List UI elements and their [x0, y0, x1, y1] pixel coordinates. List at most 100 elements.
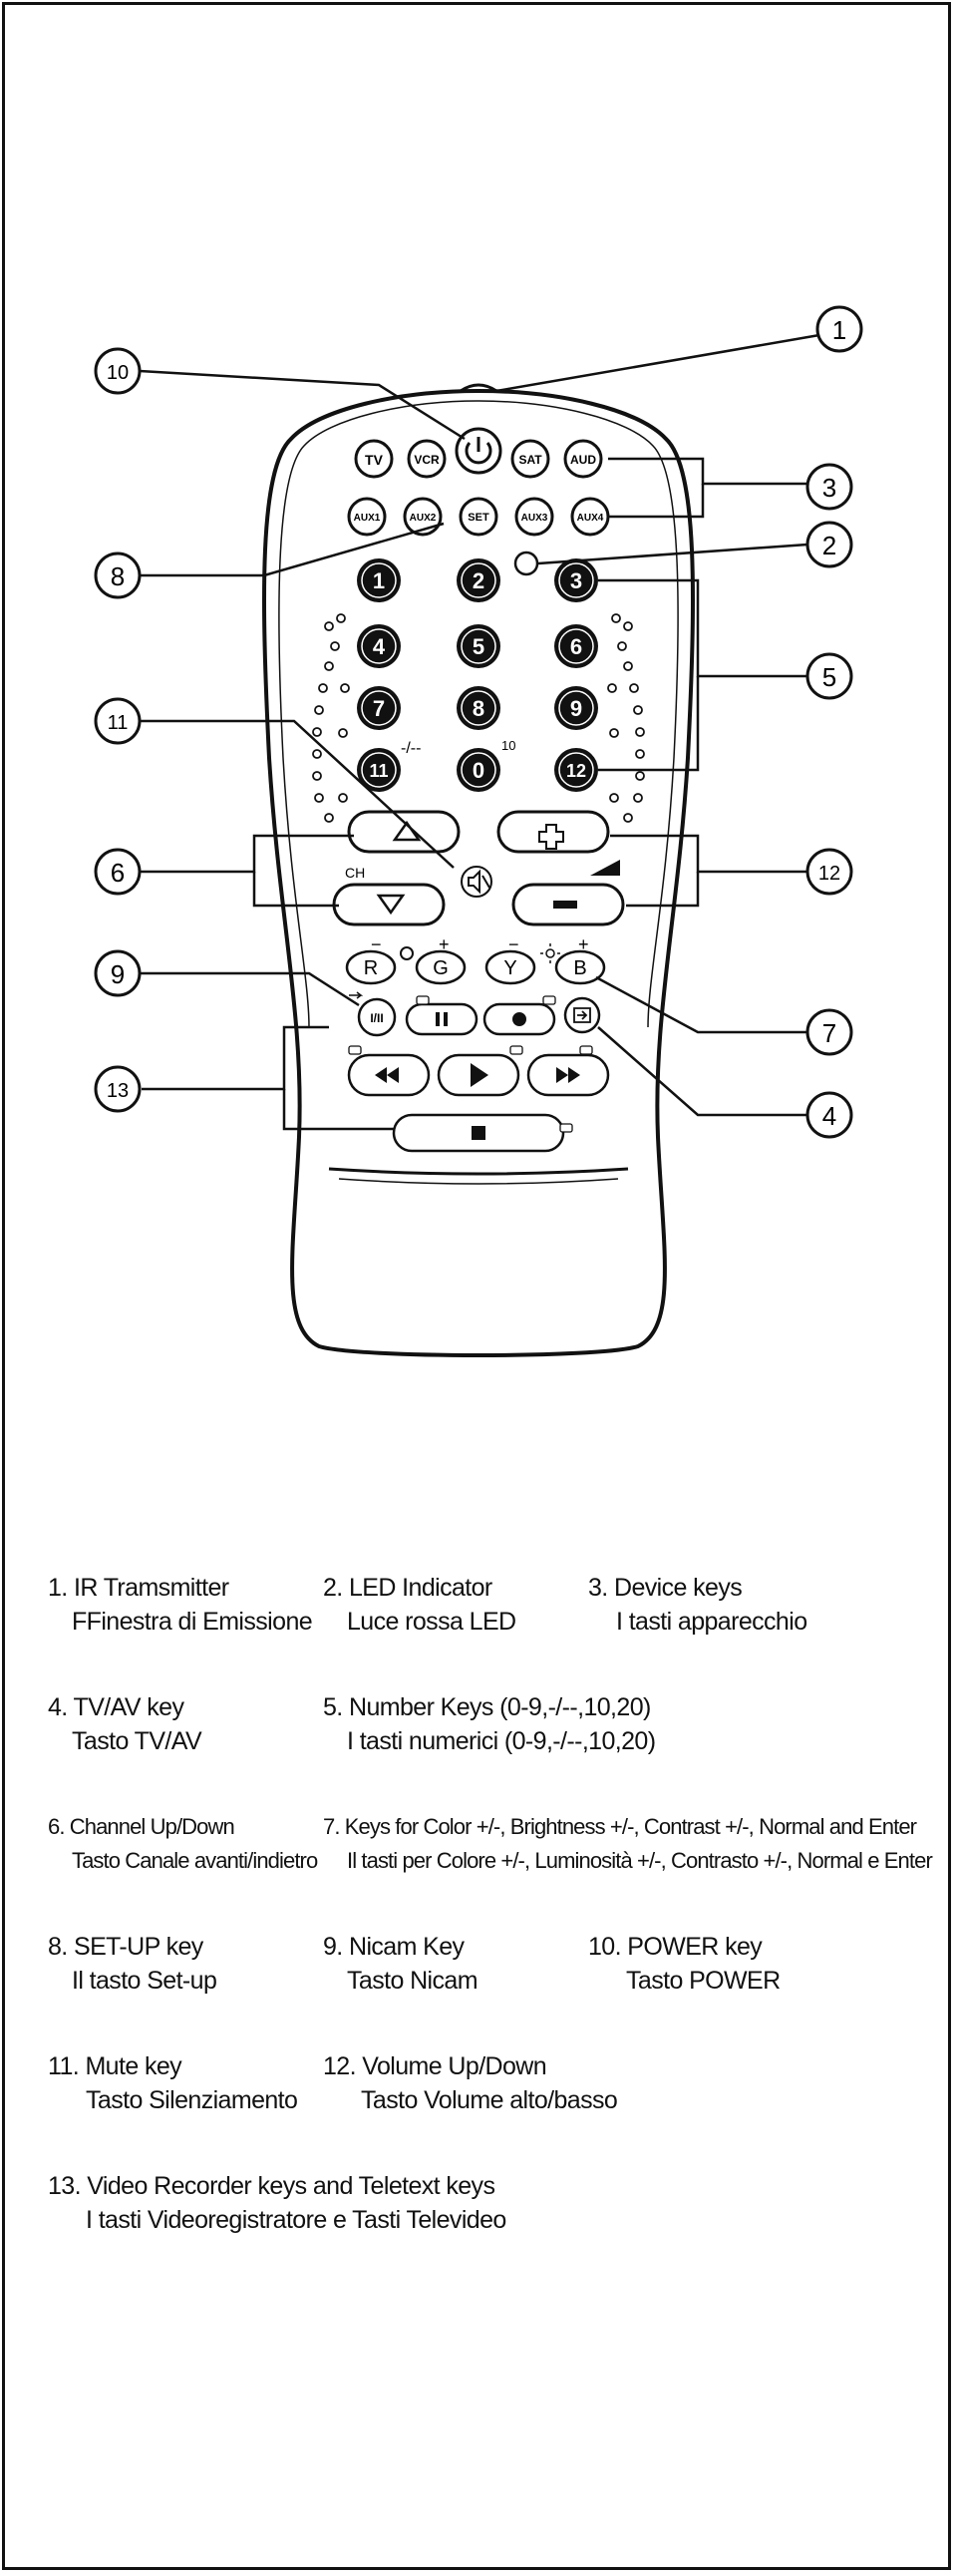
number-key-3[interactable]: 3: [554, 558, 598, 602]
volume-ramp-icon: [590, 860, 620, 876]
callout-11: 11: [94, 697, 142, 745]
legend-row-6: 13. Video Recorder keys and Teletext key…: [48, 2169, 925, 2289]
tv-av-icon: [573, 1007, 591, 1023]
callout-11-label: 11: [108, 712, 129, 734]
number-key-1[interactable]: 1: [357, 558, 401, 602]
ten-label: 10: [501, 738, 515, 753]
power-icon: [465, 442, 492, 465]
aux1-button[interactable]: AUX1: [347, 497, 387, 537]
legend-item-10-title: 10. POWER key: [588, 1933, 763, 1961]
minus-icon: [553, 901, 577, 909]
number-key-9[interactable]: 9: [554, 686, 598, 730]
aud-button[interactable]: AUD: [563, 439, 603, 479]
rewind-button[interactable]: [347, 1053, 431, 1097]
color-key-b[interactable]: B: [554, 949, 606, 985]
color-key-y-label: Y: [503, 957, 516, 979]
mute-icon: [468, 869, 480, 895]
triangle-down-icon: [376, 894, 406, 916]
callout-2: 2: [805, 521, 853, 568]
set-button-label: SET: [468, 512, 489, 524]
callout-9: 9: [94, 949, 142, 997]
callout-lines: [139, 333, 820, 1131]
color-sign-r: −: [371, 934, 382, 954]
aux2-button[interactable]: AUX2: [403, 497, 443, 537]
legend-item-8-title: 8. SET-UP key: [48, 1933, 203, 1961]
aux4-button[interactable]: AUX4: [570, 497, 610, 537]
legend-item-3-sub: I tasti apparecchio: [616, 1608, 807, 1636]
callout-10-label: 10: [107, 362, 129, 384]
legend-item-8-sub: Il tasto Set-up: [72, 1967, 217, 1995]
number-key-7[interactable]: 7: [357, 686, 401, 730]
mute-button[interactable]: [461, 866, 492, 898]
number-key-5[interactable]: 5: [457, 624, 500, 668]
legend-item-11-sub: Tasto Silenziamento: [86, 2086, 298, 2114]
color-key-r[interactable]: R: [345, 949, 397, 985]
nicam-button-label: I/II: [370, 1011, 383, 1025]
color-sign-b: +: [578, 934, 589, 954]
plus-icon: [538, 824, 564, 850]
power-button[interactable]: [455, 427, 502, 475]
vcr-button[interactable]: VCR: [407, 439, 447, 479]
number-key-11[interactable]: 11: [357, 748, 401, 792]
callout-12: 12: [805, 848, 853, 896]
number-key-3-label: 3: [570, 568, 582, 593]
callout-1: 1: [815, 305, 863, 353]
record-button[interactable]: [482, 1002, 556, 1036]
legend-item-1-title: 1. IR Tramsmitter: [48, 1574, 229, 1602]
channel-up-button[interactable]: [347, 810, 461, 854]
remote-divider: [328, 1167, 629, 1176]
nicam-button[interactable]: I/II: [357, 997, 397, 1037]
volume-up-button[interactable]: [496, 810, 610, 854]
tv-button[interactable]: TV: [354, 439, 394, 479]
pause-button[interactable]: [405, 1002, 478, 1036]
aux2-button-label: AUX2: [410, 513, 437, 524]
legend-item-10-sub: Tasto POWER: [626, 1967, 781, 1995]
channel-down-button[interactable]: [332, 883, 446, 926]
sat-button[interactable]: SAT: [510, 439, 550, 479]
number-key-2[interactable]: 2: [457, 558, 500, 602]
play-icon: [471, 1063, 488, 1087]
color-key-b-label: B: [573, 957, 586, 979]
fast-forward-button[interactable]: [526, 1053, 610, 1097]
color-key-r-label: R: [364, 957, 378, 979]
set-button[interactable]: SET: [459, 497, 498, 537]
play-button[interactable]: [437, 1053, 520, 1097]
number-key-9-label: 9: [570, 696, 582, 721]
volume-down-button[interactable]: [511, 883, 625, 926]
number-key-4[interactable]: 4: [357, 624, 401, 668]
sat-button-label: SAT: [518, 453, 542, 467]
legend-item-6-sub: Tasto Canale avanti/indietro: [72, 1848, 318, 1873]
color-key-g[interactable]: G: [415, 949, 467, 985]
legend-item-1-sub: FFinestra di Emissione: [72, 1608, 313, 1636]
callout-12-label: 12: [818, 863, 840, 885]
legend-item-7-sub: Il tasti per Colore +/-, Luminosità +/-,…: [347, 1848, 933, 1873]
number-key-0[interactable]: 0: [457, 748, 500, 792]
aux3-button[interactable]: AUX3: [514, 497, 554, 537]
callout-7-label: 7: [822, 1018, 836, 1048]
legend-item-7-title: 7. Keys for Color +/-, Brightness +/-, C…: [323, 1814, 917, 1839]
stop-button[interactable]: [392, 1113, 565, 1153]
callout-13: 13: [94, 1065, 142, 1113]
pause-icon: [436, 1012, 440, 1026]
number-key-1-label: 1: [373, 568, 385, 593]
callout-4-label: 4: [822, 1101, 836, 1131]
legend-item-13-title: 13. Video Recorder keys and Teletext key…: [48, 2172, 495, 2200]
tv-av-button[interactable]: [563, 996, 601, 1034]
callout-5-label: 5: [822, 662, 836, 692]
color-sign-y: −: [508, 934, 519, 954]
aud-button-label: AUD: [570, 453, 596, 467]
legend-item-8: 8. SET-UP key Il tasto Set-up: [48, 1930, 217, 1998]
callout-10: 10: [94, 347, 142, 395]
callout-3: 3: [805, 463, 853, 511]
stop-icon: [472, 1126, 485, 1140]
number-key-6[interactable]: 6: [554, 624, 598, 668]
number-key-8[interactable]: 8: [457, 686, 500, 730]
color-key-y[interactable]: Y: [484, 949, 536, 985]
number-key-12[interactable]: 12: [554, 748, 598, 792]
